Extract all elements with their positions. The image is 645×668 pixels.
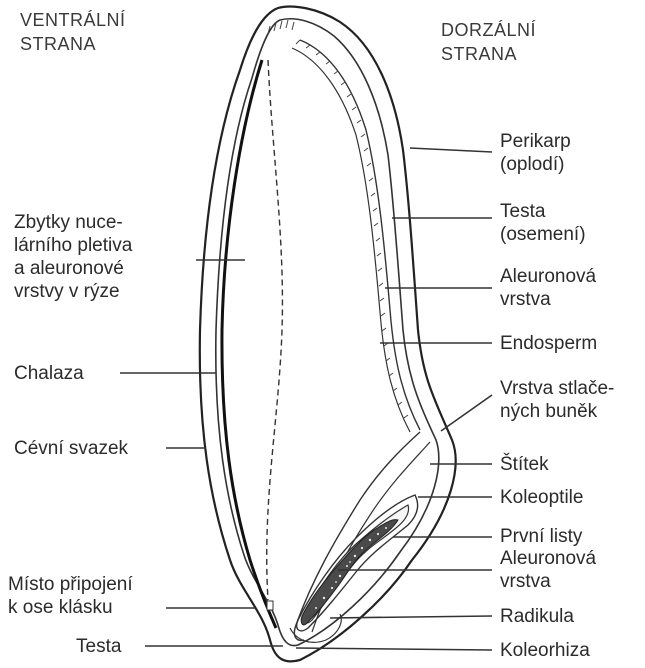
label-endosperm: Endosperm	[500, 332, 597, 355]
label-line: Koleoptile	[500, 486, 583, 509]
attachment-marker	[267, 601, 273, 610]
dorsal-side-heading: DORZÁLNÍ STRANA	[441, 18, 536, 66]
label-line: lárního pletiva	[14, 234, 132, 257]
label-line: ných buněk	[500, 400, 614, 423]
label-line: vrstva	[500, 288, 596, 311]
ventral-side-heading: VENTRÁLNÍ STRANA	[20, 8, 126, 56]
label-nucellus-remnants: Zbytky nuce- lárního pletiva a aleuronov…	[14, 211, 132, 303]
label-line: Místo připojení	[8, 573, 133, 596]
label-scutellum: Štítek	[500, 453, 549, 476]
label-vascular-bundle: Cévní svazek	[14, 437, 128, 460]
label-line: Vrstva stlače-	[500, 377, 614, 400]
label-line: vrstva	[500, 570, 596, 593]
label-line: Koleorhiza	[500, 639, 590, 662]
ventral-heading-line-1: VENTRÁLNÍ	[20, 8, 126, 32]
label-line: a aleuronové	[14, 257, 132, 280]
label-first-leaves: První listy	[500, 525, 582, 548]
ventral-heading-line-2: STRANA	[20, 32, 126, 56]
label-line: Perikarp	[500, 130, 571, 153]
label-coleorhiza: Koleorhiza	[500, 639, 590, 662]
label-line: Aleuronová	[500, 547, 596, 570]
label-line: Aleuronová	[500, 265, 596, 288]
aleurone-layer-outer	[300, 40, 420, 430]
label-line: Štítek	[500, 453, 549, 476]
vascular-bundle-line	[222, 60, 276, 628]
label-line: Cévní svazek	[14, 437, 128, 460]
label-coleoptile: Koleoptile	[500, 486, 583, 509]
leader-lines	[120, 148, 492, 650]
label-line: Zbytky nuce-	[14, 211, 132, 234]
label-line: Endosperm	[500, 332, 597, 355]
crease-dashed-line	[267, 60, 283, 600]
label-line: První listy	[500, 525, 582, 548]
label-testa-bottom: Testa	[76, 635, 121, 658]
label-line: Testa	[500, 200, 586, 223]
label-line: (osemení)	[500, 223, 586, 246]
label-line: Radikula	[500, 605, 574, 628]
label-line: k ose klásku	[8, 596, 133, 619]
label-line: Chalaza	[14, 362, 84, 385]
label-aleurone-layer: Aleuronová vrstva	[500, 265, 596, 311]
label-attachment-site: Místo připojení k ose klásku	[8, 573, 133, 619]
label-pericarp: Perikarp (oplodí)	[500, 130, 571, 176]
label-embryo-aleurone-layer: Aleuronová vrstva	[500, 547, 596, 593]
label-line: vrstvy v rýze	[14, 280, 132, 303]
aleurone-layer-inner	[292, 48, 410, 432]
pericarp-outline	[200, 7, 456, 662]
dorsal-heading-line-2: STRANA	[441, 42, 536, 66]
label-testa: Testa (osemení)	[500, 200, 586, 246]
label-line: Testa	[76, 635, 121, 658]
label-crushed-cell-layer: Vrstva stlače- ných buněk	[500, 377, 614, 423]
label-chalaza: Chalaza	[14, 362, 84, 385]
dorsal-heading-line-1: DORZÁLNÍ	[441, 18, 536, 42]
label-radicle: Radikula	[500, 605, 574, 628]
label-line: (oplodí)	[500, 153, 571, 176]
